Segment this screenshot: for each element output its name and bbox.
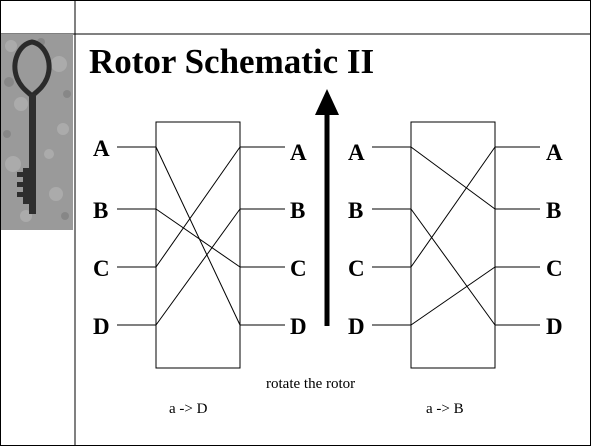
left-rotor-wire-d-to-b	[155, 208, 241, 326]
right-rotor-wires	[410, 146, 496, 326]
left-rotor-wire-a-to-d	[155, 146, 241, 326]
rotate-arrow-caption: rotate the rotor	[266, 376, 355, 392]
left-rotor-input-label-b: B	[93, 198, 108, 223]
right-rotor-output-label-c: C	[546, 256, 563, 281]
right-rotor-box	[410, 121, 496, 369]
left-rotor-output-label-c: C	[290, 256, 307, 281]
left-rotor: A B C D A B C D a -> D	[93, 121, 307, 417]
left-rotor-input-label-a: A	[93, 136, 110, 161]
right-rotor-wire-a-to-b	[410, 146, 496, 210]
right-rotor-wire-d-to-c	[410, 266, 496, 326]
left-rotor-output-label-b: B	[290, 198, 305, 223]
right-rotor-input-label-c: C	[348, 256, 365, 281]
right-rotor-wire-c-to-a	[410, 146, 496, 268]
right-rotor: A B C D A B C D a -> B	[348, 121, 563, 417]
right-rotor-caption: a -> B	[426, 401, 464, 417]
left-rotor-wire-b-to-c	[155, 208, 241, 268]
right-rotor-input-label-d: D	[348, 314, 365, 339]
left-rotor-output-label-a: A	[290, 140, 307, 165]
left-rotor-wire-c-to-a	[155, 146, 241, 268]
right-rotor-input-label-b: B	[348, 198, 363, 223]
right-rotor-output-label-b: B	[546, 198, 561, 223]
left-rotor-stubs	[117, 146, 285, 326]
left-rotor-output-label-d: D	[290, 314, 307, 339]
left-rotor-input-label-d: D	[93, 314, 110, 339]
left-rotor-caption: a -> D	[169, 401, 208, 417]
left-rotor-box	[155, 121, 241, 369]
right-rotor-stubs	[372, 146, 540, 326]
rotate-arrow-head-icon	[315, 89, 339, 115]
right-rotor-wire-b-to-d	[410, 208, 496, 326]
key-photo-icon	[1, 34, 73, 230]
right-rotor-output-label-d: D	[546, 314, 563, 339]
left-rotor-input-label-c: C	[93, 256, 110, 281]
right-rotor-output-label-a: A	[546, 140, 563, 165]
left-rotor-wires	[155, 146, 241, 326]
right-rotor-input-label-a: A	[348, 140, 365, 165]
rotate-arrow: rotate the rotor	[266, 89, 355, 392]
slide-title: Rotor Schematic II	[89, 42, 375, 81]
